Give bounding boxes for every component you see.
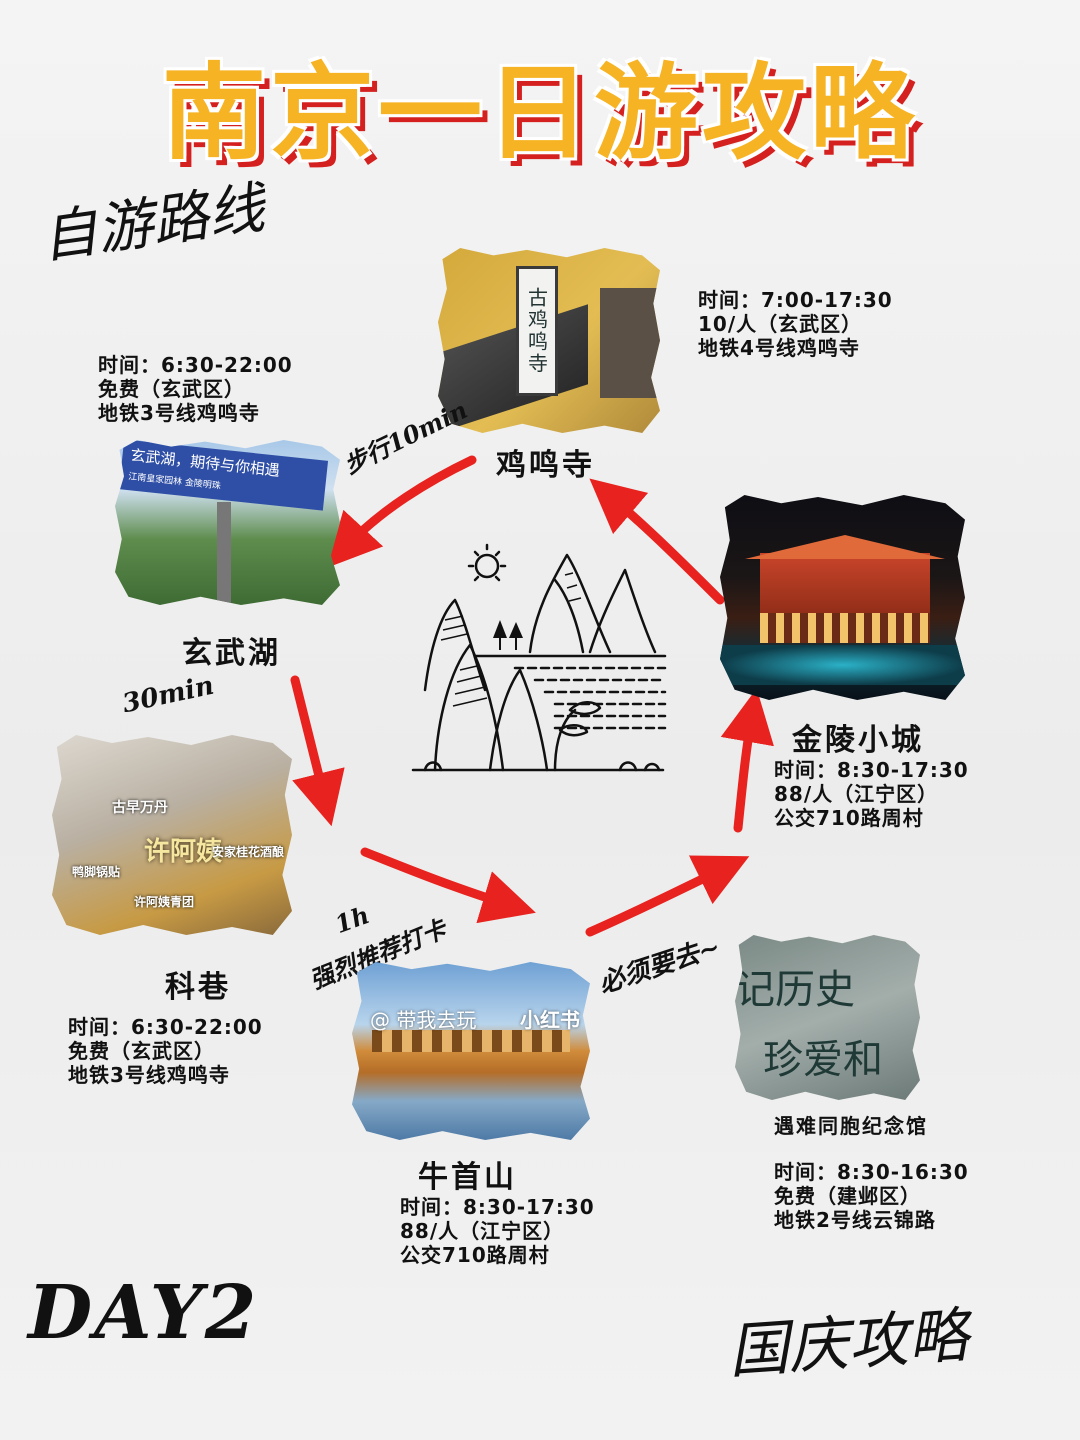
kexiang-name: 科巷 — [165, 970, 231, 1005]
niushou-price: 88/人（江宁区） — [400, 1219, 565, 1243]
kexiang-label-2: 许阿姨 — [144, 837, 223, 867]
route-subtitle: 自游路线 — [37, 175, 269, 272]
arrow-up-to-jinling — [720, 688, 774, 833]
xuanwu-transit: 地铁3号线鸡鸣寺 — [98, 401, 260, 425]
kexiang-hours: 时间：6:30-22:00 — [68, 1015, 263, 1039]
jinling-name: 金陵小城 — [792, 723, 924, 758]
jinling-town-photo — [720, 495, 965, 700]
memorial-price: 免费（建邺区） — [774, 1184, 921, 1208]
kexiang-food-photo: 古早万丹 许阿姨 安家桂花酒酿 许阿姨青团 鸭脚锅贴 — [52, 735, 292, 935]
jiming-info: 时间：7:00-17:30 10/人（玄武区） 地铁4号线鸡鸣寺 — [698, 288, 893, 360]
watermark-brand: 小红书 — [520, 1008, 580, 1032]
arrow-kexiang-to-niushou — [360, 847, 536, 924]
transit-note-1h: 1h — [331, 900, 374, 939]
jinling-info: 时间：8:30-17:30 88/人（江宁区） 公交710路周村 — [774, 758, 969, 830]
memorial-photo: 记历史 珍爱和 — [735, 935, 920, 1100]
memorial-transit: 地铁2号线云锦路 — [774, 1208, 936, 1232]
kexiang-label-4: 许阿姨青团 — [134, 895, 195, 909]
transit-note-30min: 30min — [119, 670, 217, 720]
watermark-handle: @ 带我去玩 — [370, 1008, 477, 1032]
kexiang-label-1: 古早万丹 — [112, 800, 168, 816]
day-label: DAY2 — [28, 1270, 259, 1356]
jinling-hours: 时间：8:30-17:30 — [774, 758, 969, 782]
mountain-lake-illustration — [411, 543, 667, 772]
memorial-hours: 时间：8:30-16:30 — [774, 1160, 969, 1184]
memorial-info: 时间：8:30-16:30 免费（建邺区） 地铁2号线云锦路 — [774, 1160, 969, 1232]
kexiang-transit: 地铁3号线鸡鸣寺 — [68, 1063, 230, 1087]
memorial-name: 遇难同胞纪念馆 — [774, 1114, 928, 1138]
kexiang-price: 免费（玄武区） — [68, 1039, 215, 1063]
jiming-hours: 时间：7:00-17:30 — [698, 288, 893, 312]
niushou-name: 牛首山 — [418, 1160, 517, 1195]
niushou-transit: 公交710路周村 — [400, 1243, 550, 1267]
arrow-xuanwu-to-kexiang — [290, 675, 345, 827]
jiming-temple-photo: 古鸡鸣寺 — [438, 248, 660, 433]
niushou-info: 时间：8:30-17:30 88/人（江宁区） 公交710路周村 — [400, 1195, 595, 1267]
national-day-label: 国庆攻略 — [726, 1300, 971, 1388]
xuanwu-info: 时间：6:30-22:00 免费（玄武区） 地铁3号线鸡鸣寺 — [98, 353, 293, 425]
jiming-name: 鸡鸣寺 — [496, 448, 595, 483]
transit-note-must-go: 必须要去~ — [595, 932, 725, 1000]
page-title: 南京一日游攻略 — [161, 52, 918, 174]
jiming-price: 10/人（玄武区） — [698, 312, 863, 336]
jinling-transit: 公交710路周村 — [774, 806, 924, 830]
memorial-wall-line-1: 记历史 — [735, 967, 855, 1013]
transit-note-walk: 步行10min — [339, 395, 472, 480]
arrow-niushou-to-memorial — [585, 855, 750, 937]
jiming-plaque-text: 古鸡鸣寺 — [524, 287, 549, 375]
jinling-price: 88/人（江宁区） — [774, 782, 939, 806]
niushou-hours: 时间：8:30-17:30 — [400, 1195, 595, 1219]
xuanwu-price: 免费（玄武区） — [98, 377, 245, 401]
xuanwu-lake-photo: 玄武湖，期待与你相遇 江南皇家园林 金陵明珠 — [115, 440, 340, 605]
memorial-wall-line-2: 珍爱和 — [763, 1037, 883, 1083]
kexiang-label-3: 安家桂花酒酿 — [212, 845, 285, 859]
niushou-mountain-photo — [352, 962, 590, 1140]
kexiang-info: 时间：6:30-22:00 免费（玄武区） 地铁3号线鸡鸣寺 — [68, 1015, 263, 1087]
jiming-transit: 地铁4号线鸡鸣寺 — [698, 336, 860, 360]
xuanwu-name: 玄武湖 — [182, 636, 281, 671]
kexiang-label-5: 鸭脚锅贴 — [72, 865, 121, 879]
xuanwu-hours: 时间：6:30-22:00 — [98, 353, 293, 377]
